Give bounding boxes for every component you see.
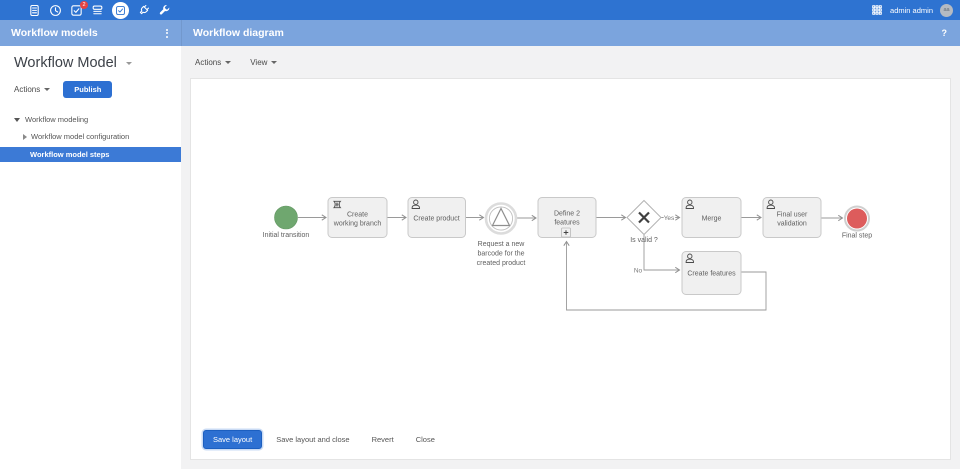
node-label: Define 2 — [554, 211, 580, 218]
menu-view-label: View — [250, 57, 268, 67]
node-define-features[interactable]: Define 2 features — [537, 197, 597, 238]
page-title: Workflow diagram — [193, 27, 284, 39]
node-create-features[interactable]: Create features — [681, 251, 742, 295]
node-final-step[interactable]: Final step — [842, 205, 872, 240]
records-icon[interactable] — [28, 4, 41, 17]
edge-label-yes: Yes — [664, 215, 675, 222]
node-label: barcode for the — [477, 251, 524, 258]
node-label: Create product — [413, 216, 459, 223]
diagram-canvas: Initial transition Create working branch… — [190, 78, 951, 460]
caret-down-icon — [14, 117, 20, 122]
plugin-icon[interactable] — [137, 4, 150, 17]
publish-button[interactable]: Publish — [63, 81, 113, 98]
edge-no — [643, 234, 681, 274]
tree-item-workflow-model-steps[interactable]: Workflow model steps — [0, 147, 181, 162]
tree-item-label: Workflow model steps — [30, 150, 110, 159]
tasks-badge: 2 — [80, 0, 88, 9]
edge-label-no: No — [634, 268, 643, 275]
sidebar-header: Workflow models — [0, 20, 181, 46]
workflow-diagram: Initial transition Create working branch… — [263, 197, 872, 311]
node-create-product[interactable]: Create product — [407, 197, 466, 238]
main-header: Workflow diagram ? — [181, 20, 960, 46]
avatar[interactable]: aa — [940, 3, 953, 17]
record-title-row: Workflow Model — [0, 55, 181, 71]
node-label: features — [554, 220, 580, 227]
menu-actions-label: Actions — [195, 57, 222, 67]
workflow-active-icon[interactable] — [112, 1, 129, 19]
node-create-working-branch[interactable]: Create working branch — [327, 197, 388, 238]
caret-right-icon — [23, 133, 27, 140]
kebab-menu-icon[interactable] — [164, 27, 170, 40]
chevron-down-icon[interactable] — [125, 61, 132, 65]
node-label: working branch — [333, 221, 382, 228]
node-merge[interactable]: Merge — [681, 197, 742, 238]
subprocess-plus-marker-icon — [561, 227, 571, 238]
node-label: validation — [777, 221, 807, 228]
xor-x-icon — [638, 211, 650, 224]
node-label: Request a new — [478, 241, 526, 248]
sidebar-actions-button[interactable]: Actions — [14, 85, 51, 94]
node-label: Create — [347, 212, 368, 219]
node-label: Final step — [842, 233, 872, 240]
node-initial-transition[interactable] — [274, 205, 298, 230]
chevron-down-icon — [44, 88, 51, 91]
node-label: Merge — [702, 216, 722, 223]
apps-grid-icon[interactable] — [870, 4, 883, 17]
node-label: Create features — [687, 271, 736, 278]
close-button[interactable]: Close — [408, 431, 443, 448]
queue-icon[interactable] — [91, 4, 104, 17]
node-final-user-validation[interactable]: Final user validation — [762, 197, 822, 238]
save-layout-button[interactable]: Save layout — [203, 430, 263, 449]
tree-item-workflow-modeling[interactable]: Workflow modeling — [0, 112, 181, 127]
menu-view-button[interactable]: View — [250, 57, 278, 67]
sidebar-actions-label: Actions — [14, 85, 41, 94]
navigation-tree: Workflow modeling Workflow model configu… — [0, 112, 181, 162]
node-gateway-is-valid[interactable]: Is valid ? — [626, 199, 662, 245]
edge-loop-back — [563, 240, 767, 311]
menu-actions-button[interactable]: Actions — [195, 57, 232, 67]
chevron-down-icon — [225, 60, 232, 64]
main-panel: Workflow diagram ? Actions View — [181, 20, 960, 469]
help-button[interactable]: ? — [941, 28, 948, 38]
tools-icon[interactable] — [158, 4, 171, 17]
record-title: Workflow Model — [14, 55, 117, 71]
tree-item-workflow-model-configuration[interactable]: Workflow model configuration — [0, 129, 181, 144]
node-barcode-event[interactable]: Request a new barcode for the created pr… — [477, 202, 526, 268]
top-bar: 2 admin admin aa — [0, 0, 960, 20]
menu-bar: Actions View — [181, 46, 960, 78]
tasks-icon[interactable]: 2 — [70, 0, 88, 17]
sidebar-title: Workflow models — [11, 27, 98, 39]
history-icon[interactable] — [49, 4, 62, 17]
node-label: Is valid ? — [630, 237, 658, 244]
user-name[interactable]: admin admin — [890, 5, 933, 15]
tree-item-label: Workflow model configuration — [31, 132, 130, 141]
footer-buttons: Save layout Save layout and close Revert… — [203, 430, 443, 449]
tree-item-label: Workflow modeling — [25, 115, 89, 124]
revert-button[interactable]: Revert — [364, 431, 402, 448]
signal-triangle-icon — [491, 207, 511, 227]
sidebar: Workflow models Workflow Model Actions P… — [0, 20, 181, 469]
node-label: created product — [477, 260, 526, 267]
node-label: Initial transition — [263, 232, 310, 239]
chevron-down-icon — [271, 60, 278, 64]
node-label: Final user — [777, 212, 808, 219]
save-layout-and-close-button[interactable]: Save layout and close — [268, 431, 357, 448]
